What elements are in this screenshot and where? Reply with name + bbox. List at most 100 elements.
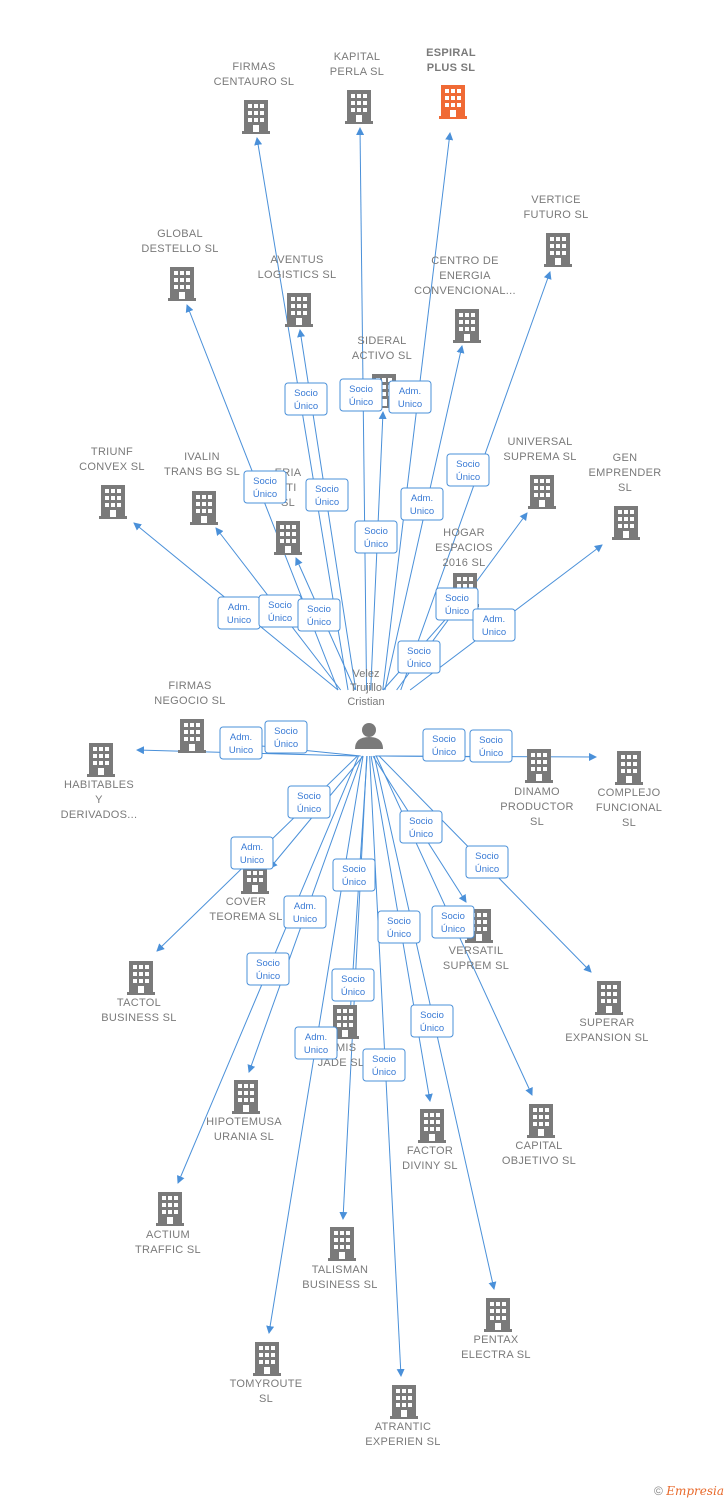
company-label-line: ACTIVO SL (352, 350, 412, 362)
relation-badge[interactable]: Adm.Unico (294, 1026, 338, 1060)
company-label-line: EXPERIEN SL (365, 1436, 440, 1448)
relation-badge[interactable]: Adm.Unico (217, 596, 261, 630)
badge-box (246, 952, 290, 986)
badge-box (287, 785, 331, 819)
company-label-line: ELECTRA SL (461, 1349, 531, 1361)
company-label-line: SL (618, 482, 632, 494)
company-node-centro-energia[interactable]: CENTRO DEENERGIACONVENCIONAL... (414, 255, 516, 343)
person-node[interactable]: Velez Trujillo Cristian (347, 668, 385, 749)
company-label-line: FUTURO SL (523, 209, 588, 221)
relation-badge[interactable]: Adm.Unico (400, 487, 444, 521)
badge-text: Único (268, 613, 292, 624)
relation-badge[interactable]: Adm.Unico (472, 608, 516, 642)
badge-text: Socio (387, 916, 411, 927)
building-icon (453, 309, 481, 343)
relation-badge[interactable]: Adm.Unico (230, 836, 274, 870)
badge-text: Único (297, 804, 321, 815)
badge-text: Único (456, 472, 480, 483)
building-icon (484, 1298, 512, 1332)
badge-text: Socio (307, 604, 331, 615)
company-label-line: TALISMAN (312, 1264, 369, 1276)
company-label-line: URANIA SL (214, 1131, 274, 1143)
building-icon (418, 1109, 446, 1143)
badge-text: Único (479, 748, 503, 759)
badge-text: Adm. (483, 614, 505, 625)
company-label-line: TACTOL (117, 997, 161, 1009)
person-icon (355, 723, 383, 749)
building-icon (439, 85, 467, 119)
badge-text: Socio (407, 646, 431, 657)
company-label-line: TEOREMA SL (209, 911, 282, 923)
company-label-line: TRAFFIC SL (135, 1244, 201, 1256)
relation-badge[interactable]: Adm.Unico (388, 380, 432, 414)
relation-badge[interactable]: Adm.Unico (219, 726, 263, 760)
company-label-line: HIPOTEMUSA (206, 1116, 282, 1128)
badge-text: Socio (445, 593, 469, 604)
footer-brand[interactable]: © Empresia (654, 1484, 724, 1498)
company-label-line: AVENTUS (270, 254, 323, 266)
badge-box (446, 453, 490, 487)
badge-text: Único (307, 617, 331, 628)
building-icon (156, 1192, 184, 1226)
badge-text: Socio (342, 864, 366, 875)
relation-badge[interactable]: Adm.Unico (283, 895, 327, 929)
company-label-line: DIVINY SL (402, 1160, 458, 1172)
company-label-line: CENTAURO SL (214, 76, 295, 88)
badge-box (377, 910, 421, 944)
company-node-hipotemusa-urania[interactable]: HIPOTEMUSA URANIA SL (206, 1080, 282, 1143)
badge-text: Socio (432, 734, 456, 745)
company-label-line: OBJETIVO SL (502, 1155, 576, 1167)
building-icon (285, 293, 313, 327)
company-node-habitables[interactable]: HABITABLESYDERIVADOS... (61, 743, 138, 821)
